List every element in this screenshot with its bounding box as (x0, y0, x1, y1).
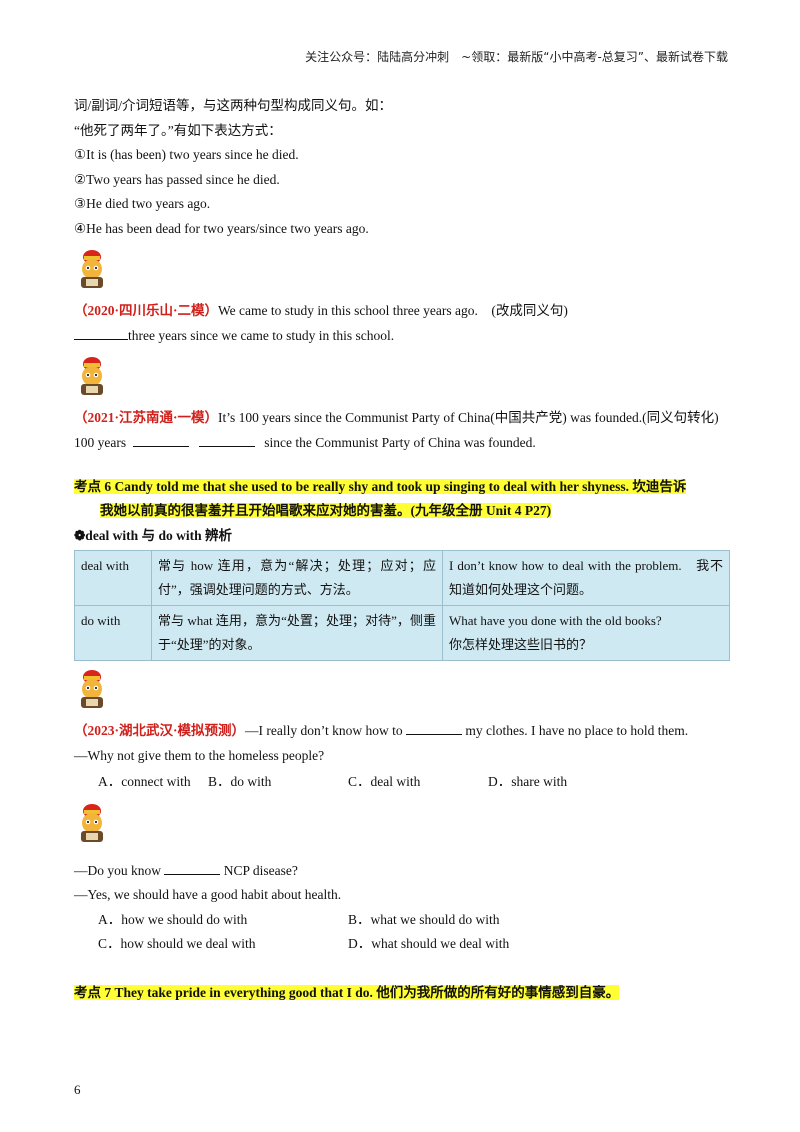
answer-blank[interactable] (198, 434, 255, 447)
table-cell-term: deal with (74, 550, 152, 606)
intro-item: ①It is (has been) two years since he die… (74, 147, 299, 162)
question-4: —Do you know NCP disease? (74, 862, 298, 878)
answer-line-text: three years since we came to study in th… (128, 327, 395, 343)
option-c[interactable]: C．how should we deal with (98, 936, 256, 951)
table-cell-example: I don’t know how to deal with the proble… (442, 550, 730, 606)
option-b[interactable]: B．what we should do with (348, 911, 500, 927)
table-cell-usage: 常与 how 连用，意为“解决；处理；应对；应付”，强调处理问题的方式、方法。 (151, 550, 443, 606)
key-point-subtitle: ❁deal with 与 do with 辨析 (74, 527, 232, 543)
option-d[interactable]: D．share with (488, 774, 568, 789)
table-cell-usage: 常与 what 连用，意为“处置；处理；对待”，侧重于“处理”的对象。 (151, 605, 443, 661)
page-header: 关注公众号：陆陆高分冲刺 ~领取：最新版“小中高考-总复习”、最新试卷下载 (305, 50, 728, 64)
intro-line-2: “他死了两年了。”有如下表达方式： (74, 122, 282, 138)
answer-blank[interactable] (133, 434, 190, 447)
question-3: （2023·湖北武汉·模拟预测）—I really don’t know how… (74, 722, 689, 738)
key-point-title: 考点 7 They take pride in everything good … (74, 984, 620, 1000)
answer-suffix: since the Communist Party of China was f… (264, 434, 536, 450)
answer-prefix: 100 years (74, 434, 127, 450)
answer-blank[interactable] (164, 862, 221, 875)
question-source: （2023·湖北武汉·模拟预测） (74, 723, 246, 738)
question-text: We came to study in this school three ye… (218, 303, 568, 318)
question-source: （2020·四川乐山·二模） (74, 303, 219, 318)
answer-blank[interactable] (74, 327, 128, 340)
document-body: 词/副词/介词短语等，与这两种句型构成同义句。如： “他死了两年了。”有如下表达… (74, 94, 730, 1005)
table-row: deal with 常与 how 连用，意为“解决；处理；应对；应付”，强调处理… (74, 550, 730, 606)
option-a[interactable]: A．connect with (98, 774, 191, 789)
key-point-6: 考点 6 Candy told me that she used to be r… (74, 475, 729, 499)
answer-blank[interactable] (406, 722, 462, 735)
question-2-answer: 100 years since the Communist Party of C… (74, 431, 729, 456)
mascot-icon (81, 670, 103, 708)
question-1-answer: three years since we came to study in th… (74, 324, 729, 349)
option-c[interactable]: C．deal with (348, 774, 421, 789)
question-2: （2021·江苏南通·一模）It’s 100 years since the C… (74, 406, 729, 431)
question-3-options: A．connect with B．do with C．deal with D．shar… (74, 770, 729, 795)
option-d[interactable]: D．what should we deal with (348, 936, 510, 951)
mascot-icon (81, 250, 103, 288)
page-number: 6 (74, 1082, 81, 1097)
question-4-options-row-1: A．how we should do with B．what we should … (74, 908, 729, 933)
option-a[interactable]: A．how we should do with (98, 911, 248, 927)
question-text: It’s 100 years since the Communist Party… (218, 410, 719, 425)
question-4-options-row-2: C．how should we deal with D．what should w… (74, 932, 729, 957)
question-4-line-2: —Yes, we should have a good habit about … (74, 887, 342, 902)
mascot-icon (81, 803, 103, 842)
key-point-7: 考点 7 They take pride in everything good … (74, 981, 729, 1005)
question-1: （2020·四川乐山·二模）We came to study in this s… (74, 299, 729, 324)
intro-item: ②Two years has passed since he died. (74, 171, 280, 187)
intro-item: ④He has been dead for two years/since tw… (74, 220, 369, 236)
key-point-title: 考点 6 Candy told me that she used to be r… (74, 479, 687, 494)
intro-item: ③He died two years ago. (74, 196, 211, 211)
question-source: （2021·江苏南通·一模） (74, 410, 219, 425)
comparison-table: deal with 常与 how 连用，意为“解决；处理；应对；应付”，强调处理… (74, 550, 730, 661)
question-3-line-2: —Why not give them to the homeless peopl… (74, 747, 325, 763)
table-cell-term: do with (74, 605, 152, 661)
table-cell-example: What have you done with the old books? 你… (442, 605, 730, 661)
key-point-translation: 我她以前真的很害羞并且开始唱歌来应对她的害羞。(九年级全册 Unit 4 P27… (100, 503, 552, 518)
table-row: do with 常与 what 连用，意为“处置；处理；对待”，侧重于“处理”的… (74, 605, 730, 661)
intro-line-1: 词/副词/介词短语等，与这两种句型构成同义句。如： (74, 98, 393, 113)
mascot-icon (81, 357, 103, 395)
option-b[interactable]: B．do with (208, 774, 272, 789)
